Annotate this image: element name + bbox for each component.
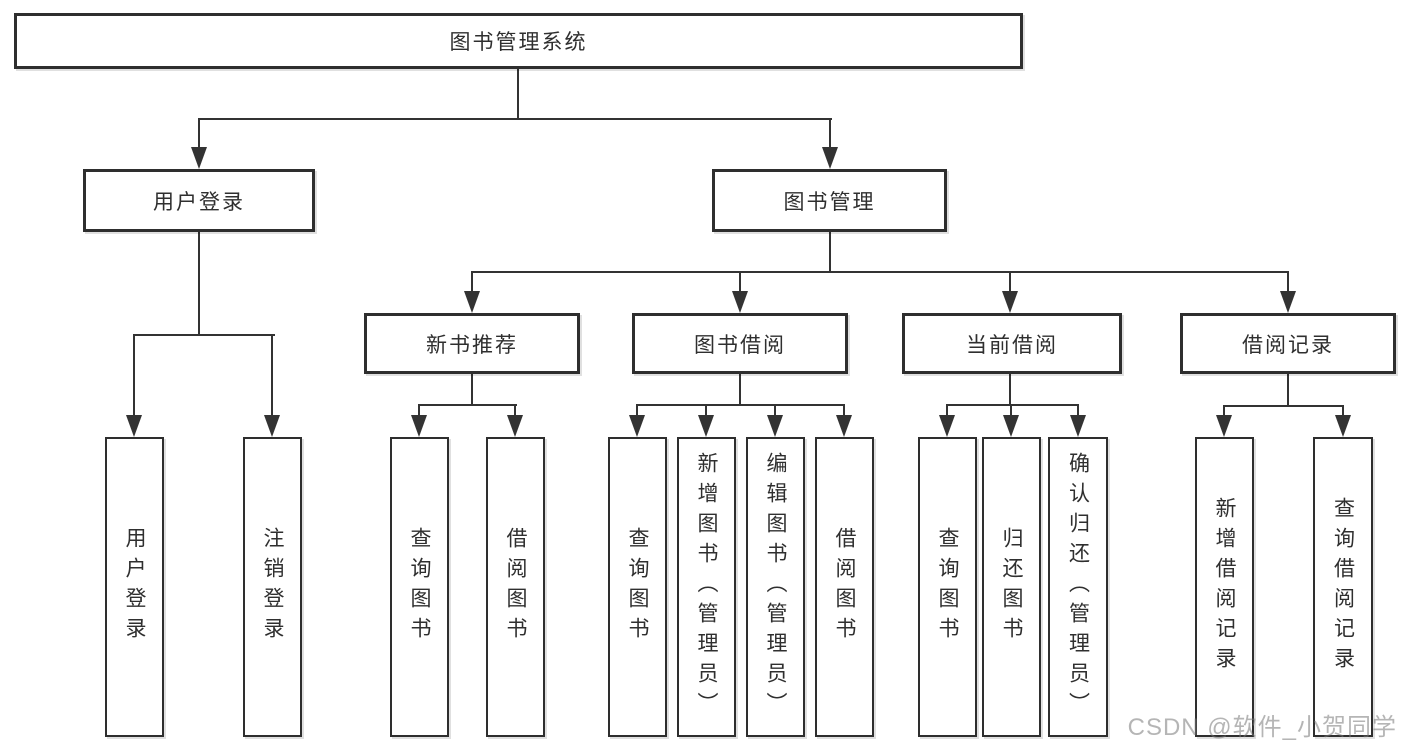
node-query-books-borrowing: 查询图书 [608, 437, 667, 737]
arrow-down-icon [126, 415, 142, 437]
connector-line [774, 406, 776, 416]
node-logout-action: 注销登录 [243, 437, 302, 737]
connector-line [1009, 374, 1011, 406]
node-label: 注销登录 [261, 527, 285, 647]
node-label: 用户登录 [123, 527, 147, 647]
node-user-login-action: 用户登录 [105, 437, 164, 737]
node-label: 确认归还（管理员） [1066, 452, 1090, 722]
connector-line [198, 118, 832, 120]
arrow-down-icon [1003, 415, 1019, 437]
arrow-down-icon [264, 415, 280, 437]
connector-line [843, 406, 845, 416]
arrow-down-icon [836, 415, 852, 437]
node-user-login: 用户登录 [83, 169, 315, 232]
arrow-down-icon [507, 415, 523, 437]
connector-line [418, 406, 420, 416]
connector-line [946, 404, 1079, 406]
arrow-down-icon [629, 415, 645, 437]
node-new-book-recommendation: 新书推荐 [364, 313, 580, 374]
connector-line [133, 336, 135, 416]
arrow-down-icon [1335, 415, 1351, 437]
node-query-books-current: 查询图书 [918, 437, 977, 737]
node-book-management: 图书管理 [712, 169, 947, 232]
connector-line [471, 271, 1289, 273]
node-library-system: 图书管理系统 [14, 13, 1023, 69]
node-borrow-books-recommend: 借阅图书 [486, 437, 545, 737]
node-book-borrowing: 图书借阅 [632, 313, 848, 374]
arrow-down-icon [939, 415, 955, 437]
connector-line [739, 374, 741, 406]
node-label: 图书管理 [783, 190, 876, 214]
node-label: 新增借阅记录 [1213, 497, 1237, 677]
connector-line [271, 336, 273, 416]
node-add-borrow-record: 新增借阅记录 [1195, 437, 1254, 737]
node-return-books: 归还图书 [982, 437, 1041, 737]
node-current-borrowing: 当前借阅 [902, 313, 1122, 374]
node-label: 当前借阅 [966, 333, 1058, 357]
connector-line [1287, 374, 1289, 407]
node-label: 借阅图书 [833, 527, 857, 647]
connector-line [1342, 407, 1344, 416]
connector-line [418, 404, 517, 406]
arrow-down-icon [1280, 291, 1296, 313]
connector-line [636, 406, 638, 416]
watermark: CSDN @软件_小贺同学 [1127, 714, 1397, 741]
node-borrow-books-action: 借阅图书 [815, 437, 874, 737]
connector-line [636, 404, 845, 406]
connector-line [1009, 273, 1011, 293]
connector-line [1010, 406, 1012, 416]
node-label: 用户登录 [153, 190, 245, 214]
connector-line [1223, 407, 1225, 416]
connector-line [517, 69, 519, 119]
node-label: 编辑图书（管理员） [764, 452, 788, 722]
node-label: 查询图书 [936, 527, 960, 647]
node-label: 借阅记录 [1242, 333, 1334, 357]
node-query-borrow-record: 查询借阅记录 [1313, 437, 1373, 737]
arrow-down-icon [1070, 415, 1086, 437]
connector-line [829, 118, 831, 150]
node-label: 图书管理系统 [449, 31, 588, 54]
node-label: 查询借阅记录 [1331, 497, 1355, 677]
connector-line [198, 118, 200, 150]
connector-line [198, 232, 200, 336]
node-label: 查询图书 [408, 527, 432, 647]
connector-line [133, 334, 275, 336]
node-label: 借阅图书 [504, 527, 528, 647]
node-query-books-recommend: 查询图书 [390, 437, 449, 737]
arrow-down-icon [698, 415, 714, 437]
connector-line [471, 273, 473, 293]
arrow-down-icon [1216, 415, 1232, 437]
arrow-down-icon [822, 147, 838, 169]
connector-line [705, 406, 707, 416]
node-label: 新增图书（管理员） [695, 452, 719, 722]
node-borrowing-records: 借阅记录 [1180, 313, 1396, 374]
connector-line [1287, 273, 1289, 293]
node-add-book-admin: 新增图书（管理员） [677, 437, 736, 737]
arrow-down-icon [411, 415, 427, 437]
connector-line [1077, 406, 1079, 416]
connector-line [1223, 405, 1344, 407]
connector-line [946, 406, 948, 416]
arrow-down-icon [1002, 291, 1018, 313]
node-label: 查询图书 [626, 527, 650, 647]
connector-line [829, 232, 831, 273]
node-label: 图书借阅 [694, 333, 786, 357]
arrow-down-icon [191, 147, 207, 169]
arrow-down-icon [464, 291, 480, 313]
connector-line [739, 273, 741, 293]
connector-line [471, 374, 473, 406]
node-edit-book-admin: 编辑图书（管理员） [746, 437, 805, 737]
node-confirm-return-admin: 确认归还（管理员） [1048, 437, 1108, 737]
connector-line [514, 406, 516, 416]
arrow-down-icon [767, 415, 783, 437]
arrow-down-icon [732, 291, 748, 313]
node-label: 归还图书 [1000, 527, 1024, 647]
node-label: 新书推荐 [426, 333, 518, 357]
